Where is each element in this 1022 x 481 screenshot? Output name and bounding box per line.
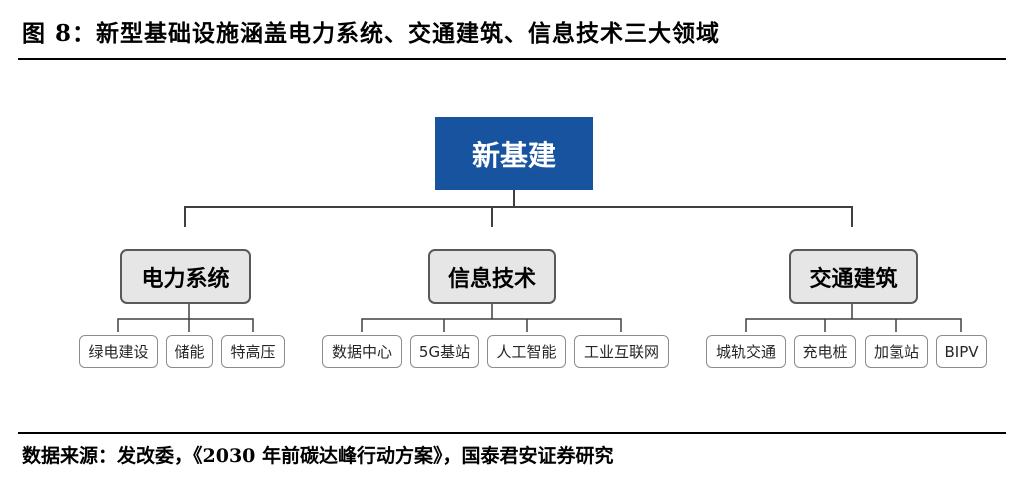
figure-title: 图 8：新型基础设施涵盖电力系统、交通建筑、信息技术三大领域 (22, 20, 721, 47)
bottom-rule (18, 432, 1006, 434)
category-transport-building: 交通建筑 (789, 249, 918, 304)
leaf-industrial-internet: 工业互联网 (574, 335, 669, 368)
leaf-ai: 人工智能 (487, 335, 566, 368)
leaf-5g-base-station: 5G基站 (410, 335, 479, 368)
power-connector (117, 304, 254, 332)
leaf-data-center: 数据中心 (322, 335, 402, 368)
leaf-energy-storage: 储能 (166, 335, 213, 368)
leaf-green-power: 绿电建设 (79, 335, 158, 368)
category-info-tech: 信息技术 (428, 249, 556, 304)
root-connector (184, 190, 853, 227)
transport-connector (745, 304, 962, 332)
root-node: 新基建 (435, 117, 593, 190)
category-power: 电力系统 (120, 249, 251, 304)
info-connector (361, 304, 622, 332)
leaf-urban-rail: 城轨交通 (706, 335, 786, 368)
leaf-charging-pile: 充电桩 (794, 335, 856, 368)
leaf-uhv: 特高压 (221, 335, 285, 368)
leaf-hydrogen-station: 加氢站 (865, 335, 928, 368)
top-rule (18, 58, 1006, 60)
leaf-bipv: BIPV (936, 335, 987, 368)
source-note: 数据来源：发改委，《2030 年前碳达峰行动方案》，国泰君安证券研究 (22, 445, 614, 467)
